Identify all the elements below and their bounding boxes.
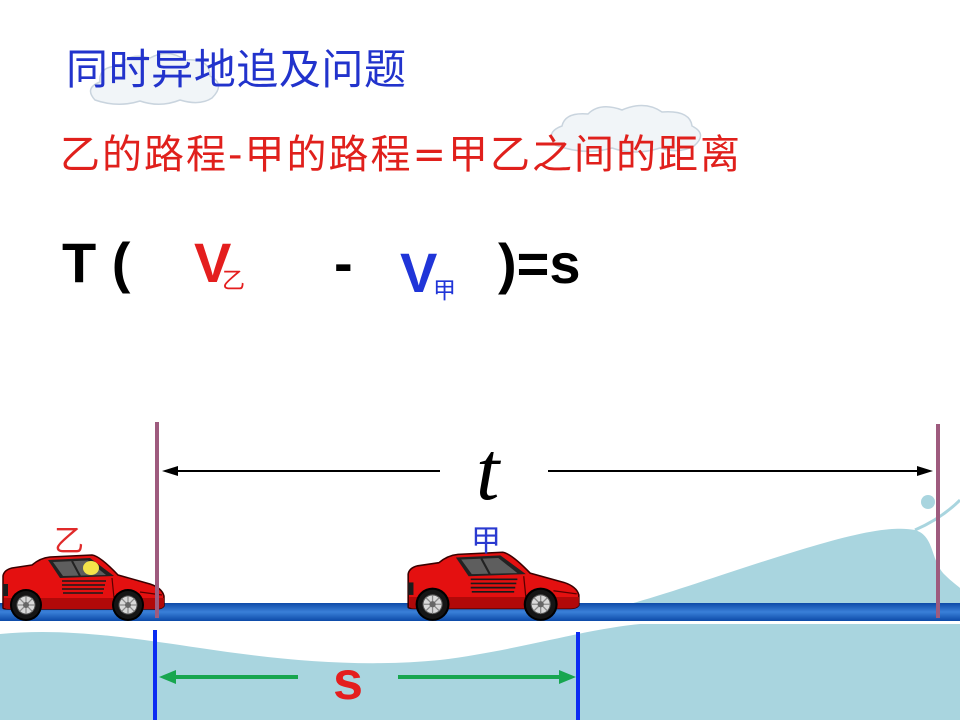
distance-arrow-left-head bbox=[159, 670, 176, 684]
time-arrow-left-head bbox=[162, 466, 178, 476]
slide-title: 同时异地追及问题 bbox=[66, 45, 406, 94]
car-yi-icon bbox=[2, 554, 165, 621]
water-droplet bbox=[921, 495, 935, 509]
car-hub bbox=[125, 602, 131, 608]
car-pillar bbox=[480, 558, 491, 575]
time-label: t bbox=[476, 425, 502, 518]
car-side-strakes bbox=[62, 580, 106, 594]
car-pillar bbox=[71, 560, 81, 577]
equation-operator: - bbox=[334, 231, 353, 294]
equation-v-jia: V bbox=[400, 241, 437, 304]
time-marker-left bbox=[155, 422, 159, 618]
distance-marker-right bbox=[576, 632, 580, 720]
title-cloud-icon bbox=[89, 52, 220, 105]
relation-cloud-icon bbox=[550, 104, 702, 153]
car-yi-label: 乙 bbox=[54, 524, 84, 559]
car-driver bbox=[83, 561, 99, 575]
car-tail-light bbox=[408, 582, 414, 595]
equation-suffix: )=s bbox=[498, 232, 581, 295]
car-hub bbox=[429, 601, 436, 608]
equation-prefix: T ( bbox=[62, 231, 131, 294]
equation-v-yi-subscript: 乙 bbox=[222, 268, 245, 294]
car-jia-label: 甲 bbox=[471, 524, 501, 559]
car-hub bbox=[537, 601, 544, 608]
time-arrow-right-head bbox=[917, 466, 933, 476]
water-lower bbox=[0, 624, 960, 720]
car-jia-icon bbox=[407, 551, 580, 621]
road bbox=[0, 603, 960, 621]
car-side-strakes bbox=[470, 578, 518, 593]
car-door-seam bbox=[111, 577, 115, 599]
relation-statement: 乙的路程-甲的路程=甲乙之间的距离 bbox=[60, 132, 740, 178]
car-door-seam bbox=[523, 576, 527, 598]
equation-v-yi: V bbox=[194, 231, 231, 294]
water-wave-right bbox=[630, 528, 960, 604]
distance-marker-left bbox=[153, 630, 157, 720]
distance-label: s bbox=[333, 651, 363, 711]
distance-arrow-right-head bbox=[559, 670, 576, 684]
car-window bbox=[461, 558, 518, 575]
car-nose-line bbox=[553, 590, 577, 595]
car-tail-light bbox=[3, 584, 8, 596]
time-marker-right bbox=[936, 424, 940, 618]
equation-v-jia-subscript: 甲 bbox=[433, 278, 456, 304]
water-wave-curl bbox=[914, 498, 960, 532]
car-hub bbox=[23, 602, 29, 608]
